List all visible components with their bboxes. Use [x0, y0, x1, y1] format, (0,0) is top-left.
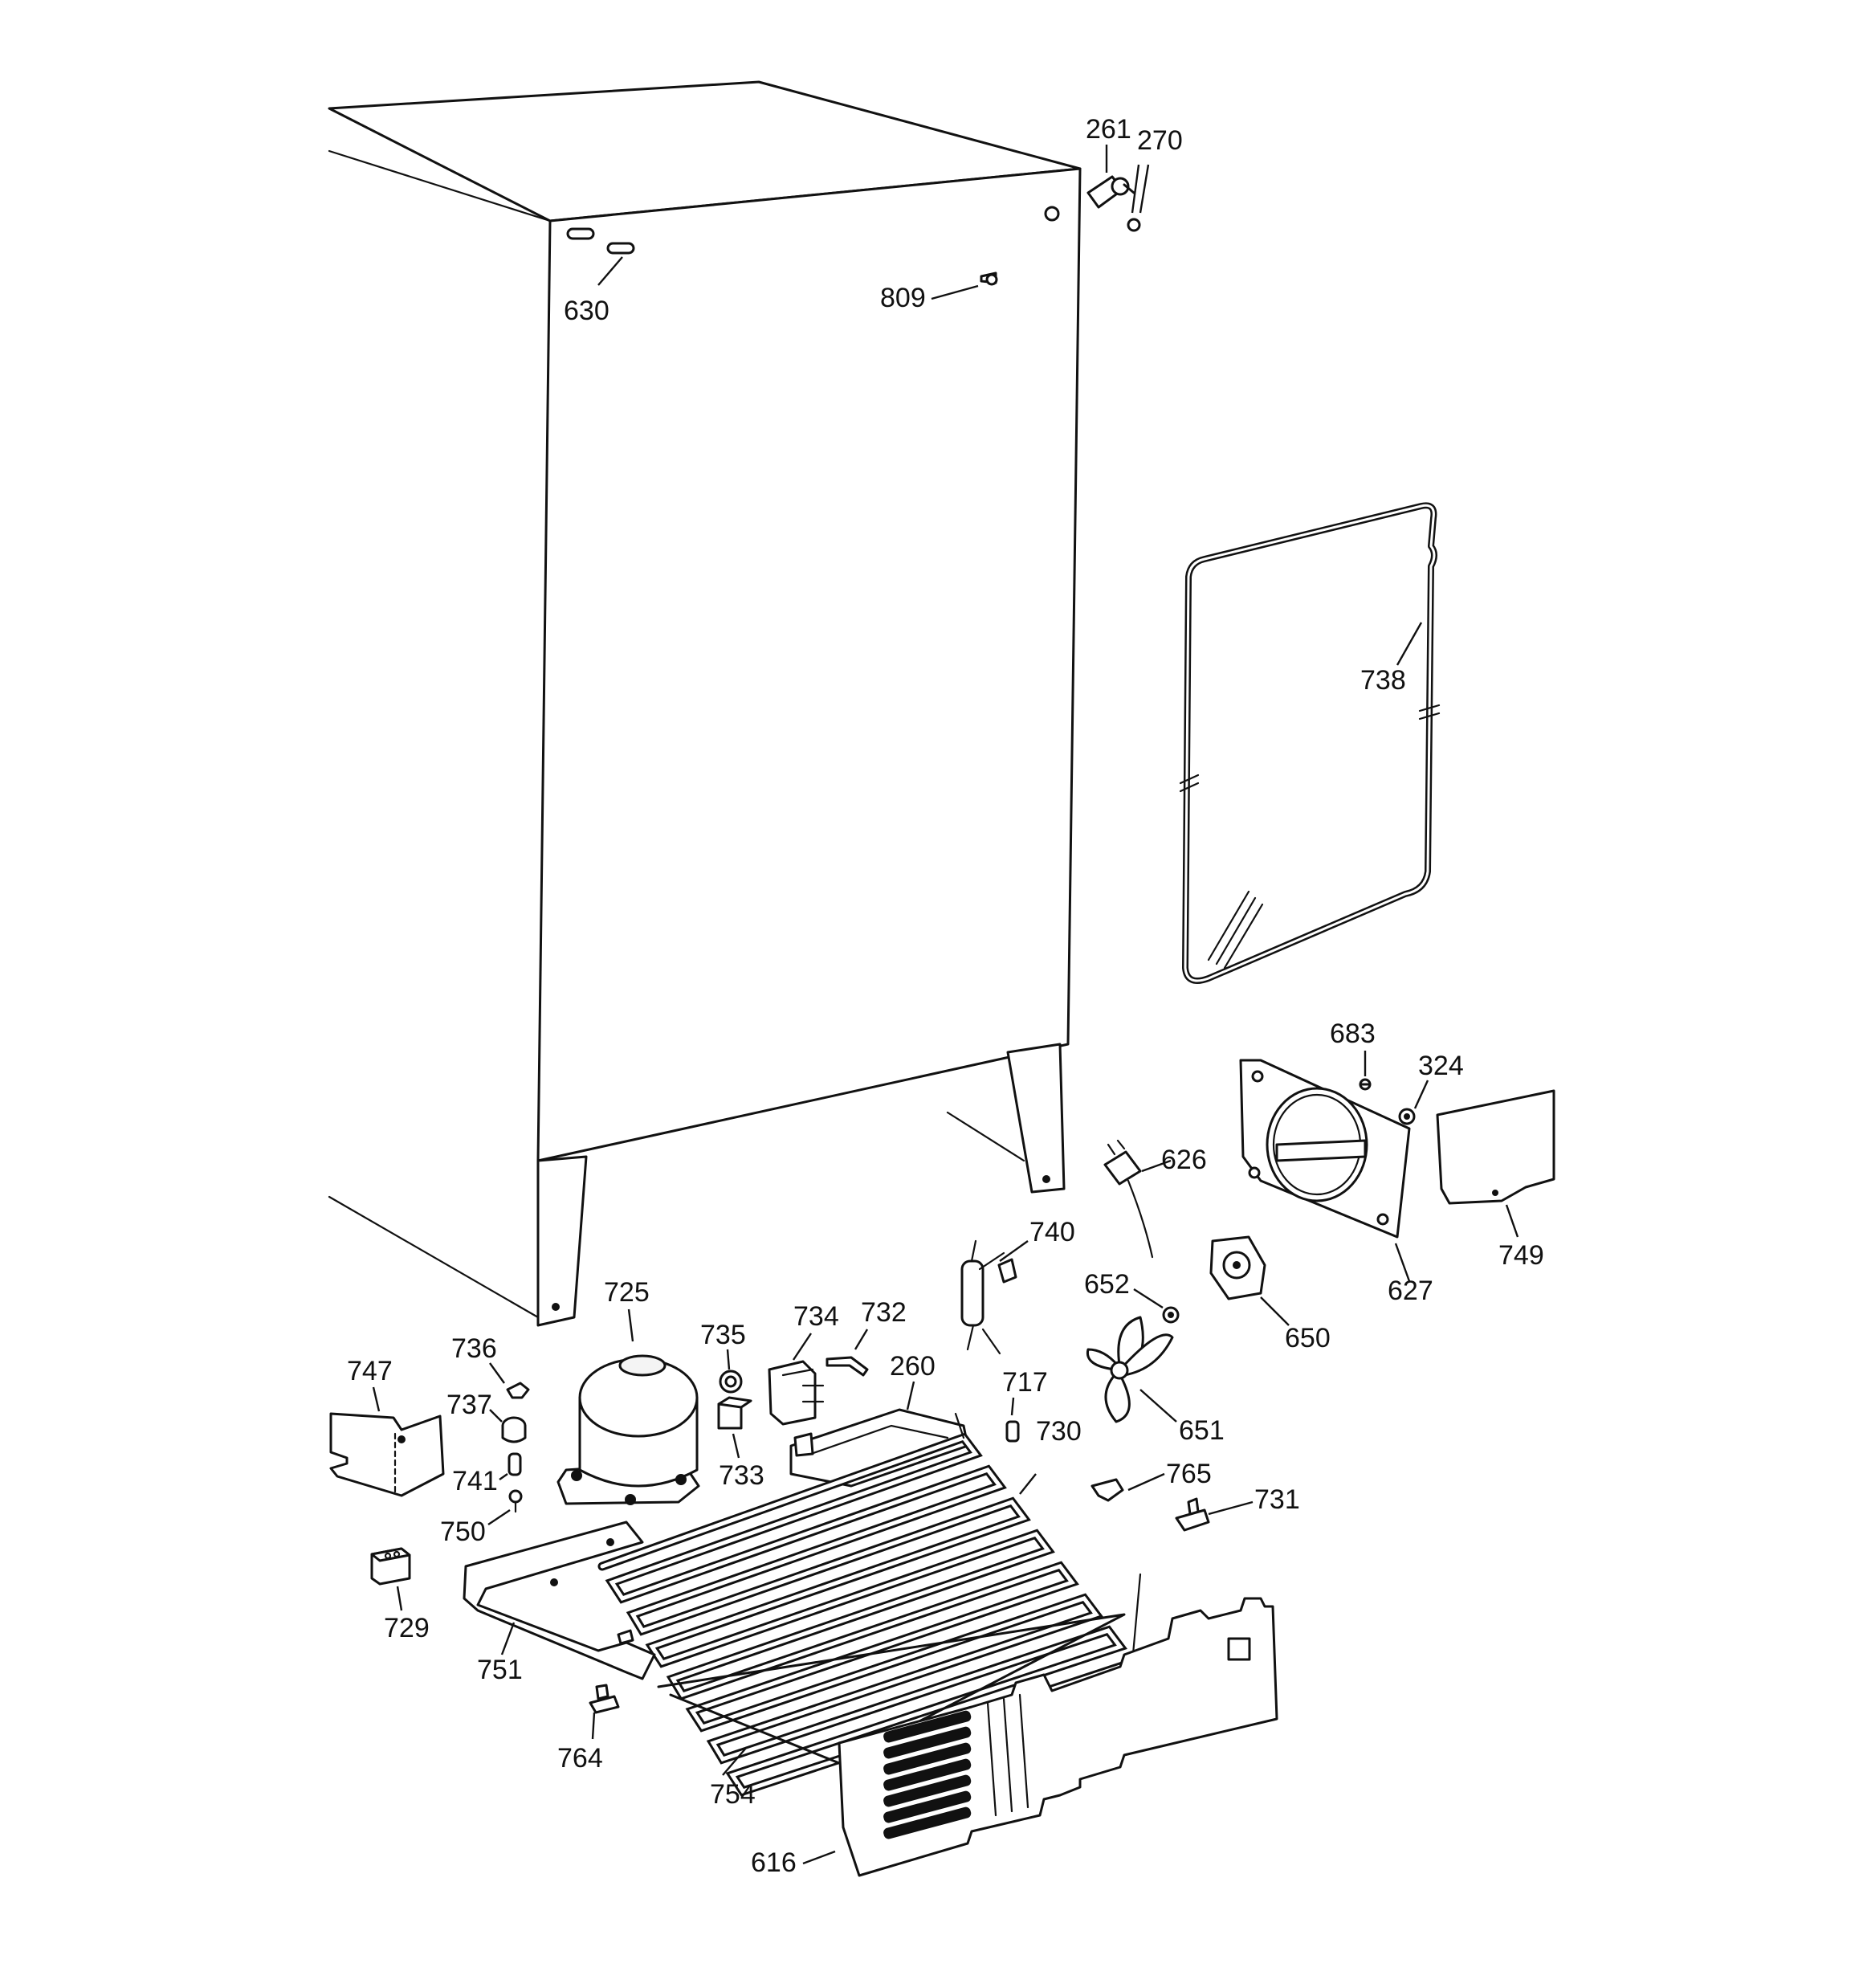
part-729-relay: [370, 1547, 411, 1611]
callout-650: 650: [1285, 1323, 1331, 1353]
part-751-base-tray: [463, 1521, 656, 1680]
part-764-clip: [589, 1684, 620, 1740]
part-731-bracket: [1175, 1497, 1254, 1532]
part-809-clip: [931, 271, 998, 300]
callout-627: 627: [1388, 1276, 1433, 1306]
part-683-screw: [1359, 1051, 1372, 1091]
callout-737: 737: [446, 1390, 492, 1420]
callout-738: 738: [1360, 665, 1406, 696]
callout-683: 683: [1330, 1018, 1376, 1049]
callout-765: 765: [1166, 1459, 1212, 1489]
callout-809: 809: [880, 283, 926, 313]
part-734-overload: [768, 1333, 825, 1426]
callout-740: 740: [1029, 1217, 1075, 1247]
part-741-sleeve: [499, 1452, 522, 1480]
callout-725: 725: [604, 1277, 650, 1308]
leader-630: [597, 256, 623, 286]
part-733-relay: [717, 1396, 752, 1459]
callout-729: 729: [384, 1613, 430, 1643]
callout-749: 749: [1498, 1240, 1544, 1271]
callout-747: 747: [347, 1356, 393, 1386]
part-737-grommet: [489, 1409, 527, 1443]
part-652-nut: [1133, 1288, 1180, 1324]
part-738-loop: [1179, 502, 1441, 984]
callout-324: 324: [1418, 1051, 1464, 1081]
part-626-cord: [1103, 1139, 1172, 1259]
callout-626: 626: [1161, 1145, 1207, 1175]
part-732-clip: [826, 1329, 869, 1377]
part-749-cover: [1436, 1089, 1555, 1238]
callout-labels: 261 270 630 809 738 683 324 626 740 749 …: [347, 114, 1544, 1878]
refrigerator-cabinet: [328, 80, 1082, 1327]
callout-730: 730: [1036, 1416, 1082, 1447]
callout-751: 751: [477, 1655, 523, 1685]
callout-630: 630: [564, 296, 609, 326]
callout-733: 733: [719, 1460, 764, 1491]
callout-754: 754: [710, 1779, 756, 1810]
part-651-fan-blade: [1086, 1316, 1177, 1423]
callout-734: 734: [793, 1301, 839, 1332]
part-730-condenser: [597, 1412, 1142, 1797]
part-725-compressor: [556, 1308, 700, 1505]
part-750-screw: [487, 1489, 523, 1525]
callout-731: 731: [1254, 1484, 1300, 1515]
callout-732: 732: [861, 1297, 907, 1328]
part-717-clip: [1005, 1397, 1020, 1443]
part-747-cover: [329, 1386, 445, 1497]
callout-651: 651: [1179, 1415, 1225, 1446]
part-650-motor: [1209, 1235, 1290, 1326]
part-754-plate: [657, 1613, 1126, 1776]
callout-717: 717: [1002, 1367, 1048, 1398]
callout-736: 736: [451, 1333, 497, 1364]
callout-270: 270: [1137, 125, 1183, 156]
callout-735: 735: [700, 1320, 746, 1350]
callout-260: 260: [890, 1351, 936, 1382]
part-736-clip: [489, 1362, 530, 1399]
part-627-fan-bracket: [1239, 1059, 1411, 1282]
callout-741: 741: [452, 1466, 498, 1496]
part-261-valve: [1086, 145, 1135, 209]
callout-750: 750: [440, 1517, 486, 1547]
callout-616: 616: [751, 1847, 797, 1878]
callout-652: 652: [1084, 1269, 1130, 1300]
callout-261: 261: [1086, 114, 1131, 145]
part-270-screw: [1127, 164, 1150, 232]
part-765-bracket: [1090, 1472, 1165, 1502]
callout-764: 764: [557, 1743, 603, 1774]
part-740-capacitor: [960, 1239, 1029, 1355]
part-324-nut: [1398, 1080, 1429, 1125]
part-616-grille: [802, 1597, 1278, 1877]
part-735-grommet: [719, 1349, 743, 1394]
